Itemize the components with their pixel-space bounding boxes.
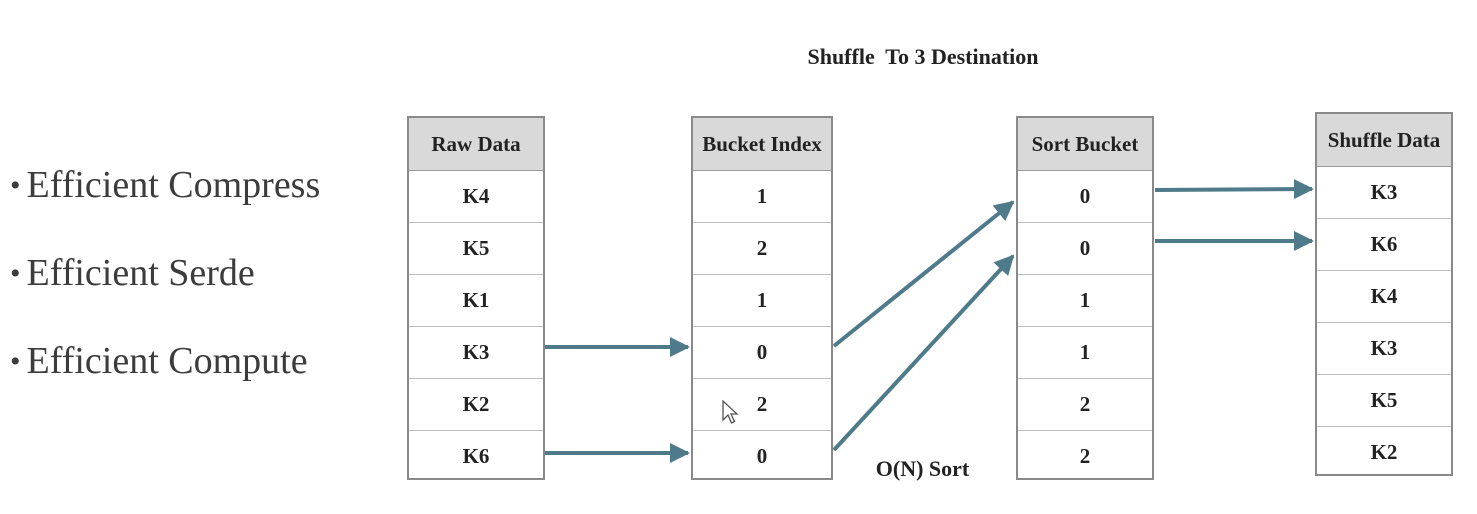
table-header: Sort Bucket — [1018, 118, 1152, 171]
table-cell: 0 — [1018, 171, 1152, 223]
bullet-item: •Efficient Serde — [10, 252, 255, 294]
table-cell: K3 — [1317, 323, 1451, 375]
table-cell: 0 — [693, 327, 831, 379]
table-cell: 0 — [756, 444, 768, 468]
bullet-text: Efficient Compute — [26, 340, 308, 382]
table-cell: 2 — [693, 379, 831, 431]
sort-complexity-note: O(N) Sort — [875, 456, 970, 481]
arrow-sort-to-shuffle-1 — [1154, 179, 1314, 200]
diagram-title: Shuffle To 3 Destination — [807, 44, 1039, 69]
table-header: Bucket Index — [693, 118, 831, 171]
bullet-text: Efficient Compress — [26, 164, 321, 206]
bullet-text: Efficient Serde — [26, 252, 255, 294]
table-cell: K1 — [409, 275, 543, 327]
table-header: Shuffle Data — [1317, 114, 1451, 167]
table-cell: 0 — [1018, 223, 1152, 275]
shuffle-data-table: Shuffle Data K3 K6 K4 K3 K5 K2 — [1315, 112, 1453, 476]
bullet-item: •Efficient Compress — [10, 164, 321, 206]
bucket-index-table: Bucket Index 1 2 1 0 2 0 — [691, 116, 833, 480]
table-cell: K4 — [409, 171, 543, 223]
table-cell: 2 — [1018, 379, 1152, 431]
table-cell: 1 — [693, 275, 831, 327]
table-cell: 1 — [1018, 275, 1152, 327]
table-cell: 2 — [1079, 444, 1091, 468]
table-header: Raw Data — [409, 118, 543, 171]
table-cell: 1 — [1018, 327, 1152, 379]
table-cell: K3 — [1317, 167, 1451, 219]
table-cell: K6 — [1317, 219, 1451, 271]
arrow-bucket-to-sort-2 — [832, 254, 1015, 452]
arrow-bucket-to-sort-1 — [832, 200, 1015, 348]
table-cell: K2 — [409, 379, 543, 431]
table-cell: K4 — [1317, 271, 1451, 323]
table-cell: K3 — [409, 327, 543, 379]
table-cell: K6 — [462, 444, 490, 468]
mouse-cursor-icon — [722, 400, 739, 424]
sort-bucket-table: Sort Bucket 0 0 1 1 2 2 — [1016, 116, 1154, 480]
table-cell: K5 — [409, 223, 543, 275]
raw-data-table: Raw Data K4 K5 K1 K3 K2 K6 — [407, 116, 545, 480]
table-cell: K2 — [1370, 440, 1398, 464]
table-cell: 1 — [693, 171, 831, 223]
bullet-list: •Efficient Compress •Efficient Serde •Ef… — [10, 160, 320, 424]
bullet-item: •Efficient Compute — [10, 340, 308, 382]
table-cell: K5 — [1317, 375, 1451, 427]
table-cell: 2 — [693, 223, 831, 275]
